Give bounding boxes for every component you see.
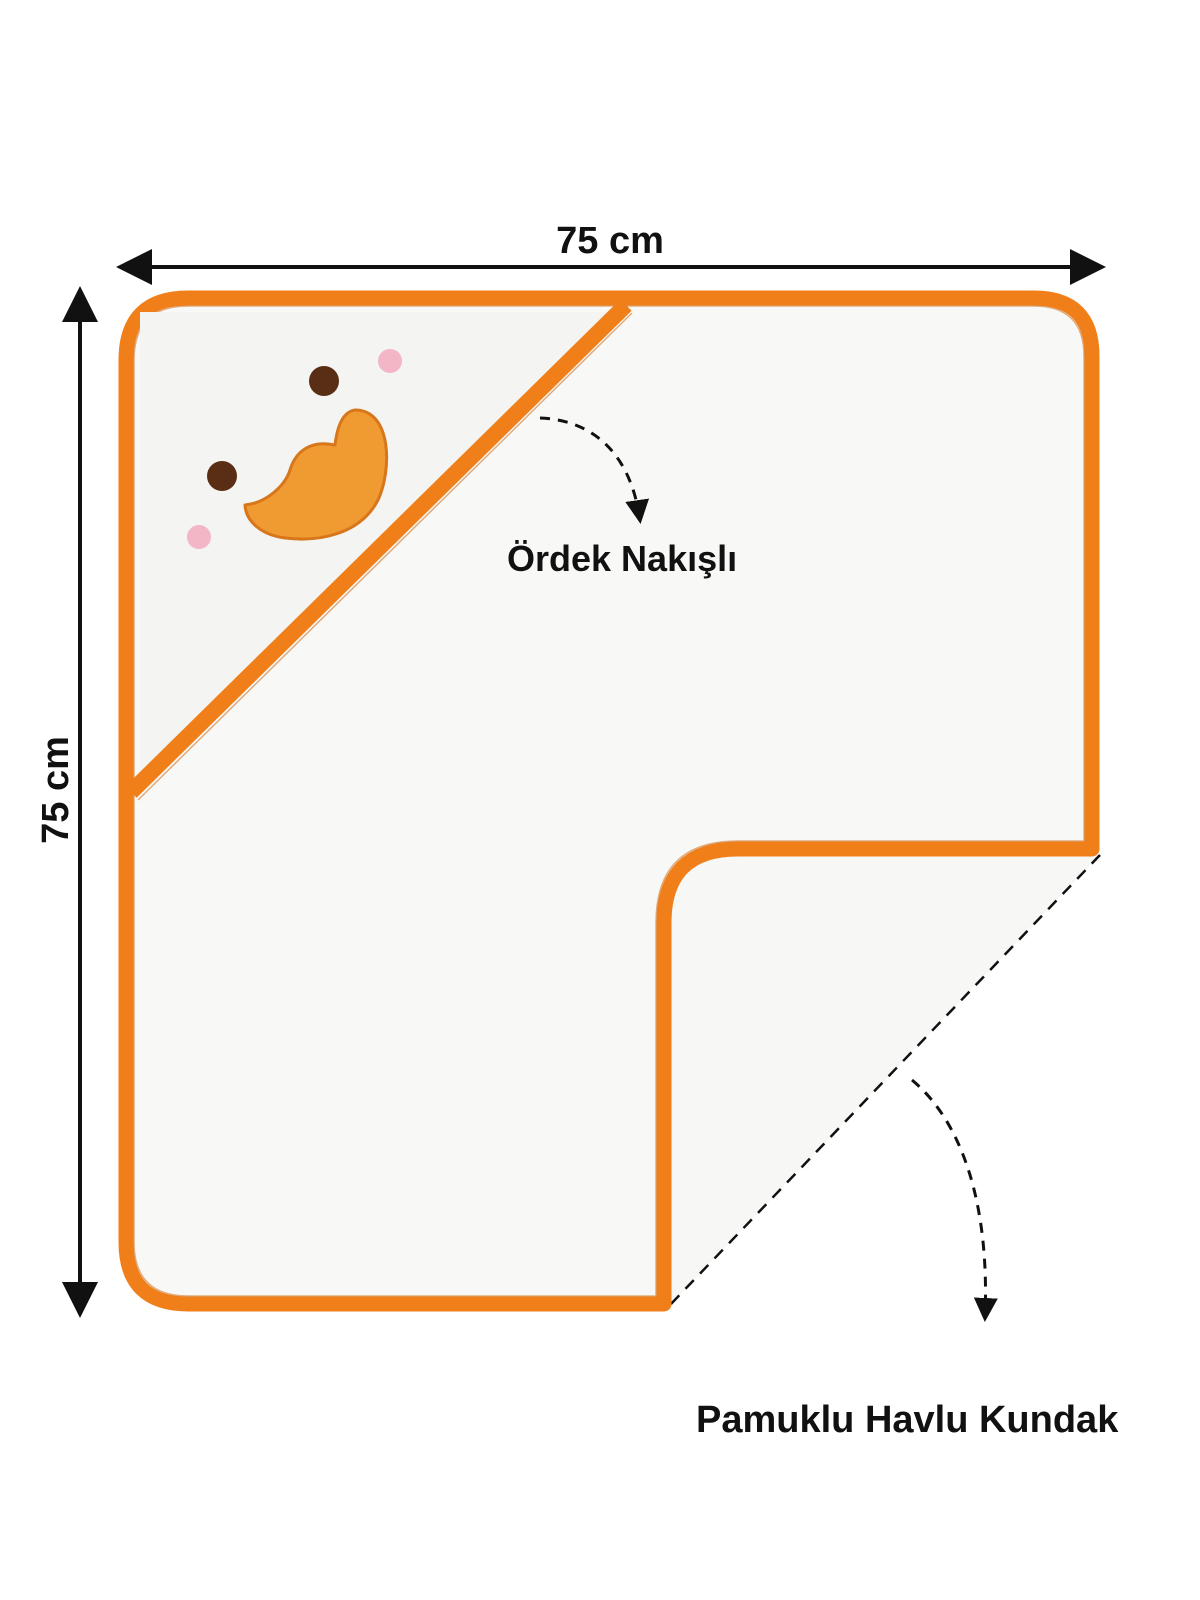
- duck-cheek-icon: [187, 525, 211, 549]
- curved-arrow-icon: [539, 416, 650, 524]
- embroidery-callout: Ördek Nakışlı: [507, 416, 737, 579]
- hood-trim: [125, 299, 632, 798]
- duck-eye-icon: [309, 366, 339, 396]
- trim-inner-edge: [133, 305, 1085, 1297]
- duck-cheek-icon: [378, 349, 402, 373]
- towel: [118, 290, 1101, 1312]
- height-label: 75 cm: [35, 736, 77, 844]
- product-callout: Pamuklu Havlu Kundak: [696, 1078, 1119, 1441]
- duck-eye-icon: [207, 461, 237, 491]
- hood-trim-edge: [137, 312, 633, 801]
- width-dimension: 75 cm: [116, 220, 1106, 285]
- height-dimension: 75 cm: [35, 286, 98, 1318]
- embroidery-label: Ördek Nakışlı: [507, 538, 737, 579]
- curved-arrow-icon: [911, 1078, 998, 1322]
- duck-embroidery-icon: [187, 349, 402, 549]
- product-label: Pamuklu Havlu Kundak: [696, 1399, 1119, 1441]
- width-label: 75 cm: [556, 220, 664, 262]
- duck-beak-icon: [243, 408, 389, 541]
